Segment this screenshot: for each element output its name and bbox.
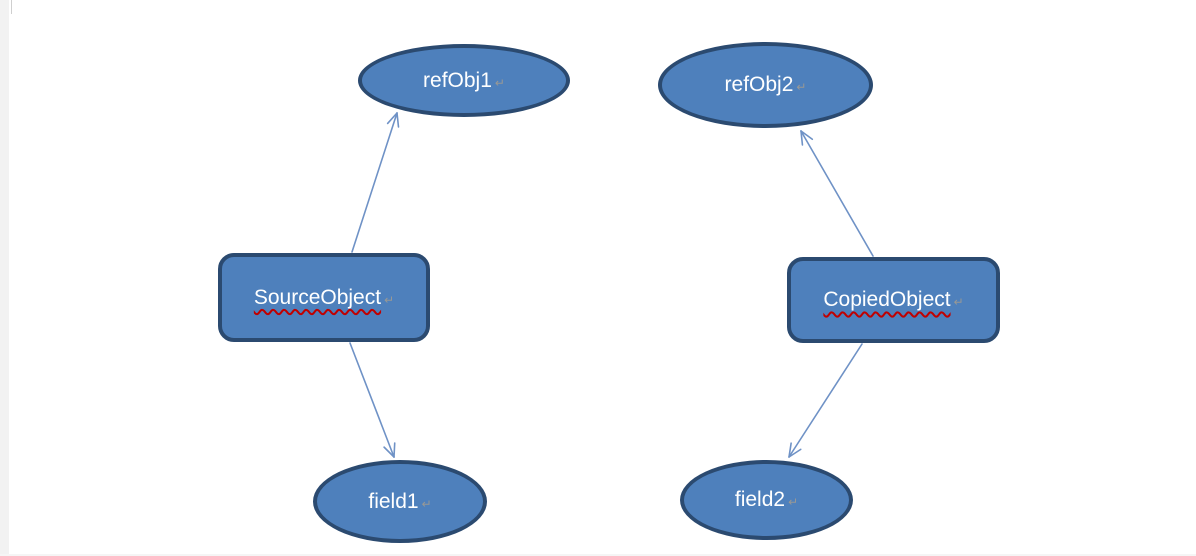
paragraph-mark-icon: ↵ [494, 75, 505, 90]
page-edge-strip [0, 0, 9, 556]
node-field2[interactable]: field2↵ [680, 460, 853, 540]
node-refObj1[interactable]: refObj1↵ [358, 44, 570, 117]
paragraph-mark-icon: ↵ [788, 495, 799, 509]
paragraph-mark-icon: ↵ [796, 80, 807, 94]
node-label: SourceObject [253, 285, 382, 309]
paragraph-mark-icon: ↵ [953, 295, 964, 309]
node-CopiedObject[interactable]: CopiedObject↵ [787, 257, 1000, 343]
node-label: field2 [734, 488, 786, 511]
paragraph-mark-icon: ↵ [384, 292, 395, 307]
connector-CopiedObject-to-field2[interactable] [788, 343, 863, 458]
paragraph-mark-icon: ↵ [421, 496, 432, 511]
node-SourceObject[interactable]: SourceObject↵ [218, 253, 430, 342]
node-field1[interactable]: field1↵ [313, 460, 487, 543]
node-label: refObj1 [423, 68, 492, 92]
node-label: field1 [368, 489, 419, 513]
node-refObj2[interactable]: refObj2↵ [658, 42, 873, 128]
connector-SourceObject-to-refObj1[interactable] [351, 112, 400, 253]
node-label: refObj2 [724, 73, 794, 96]
node-label: CopiedObject [823, 288, 951, 311]
connector-SourceObject-to-field1[interactable] [349, 342, 396, 458]
text-cursor-mark [11, 0, 12, 14]
connector-CopiedObject-to-refObj2[interactable] [800, 130, 874, 257]
page-bottom-edge [0, 554, 1196, 556]
